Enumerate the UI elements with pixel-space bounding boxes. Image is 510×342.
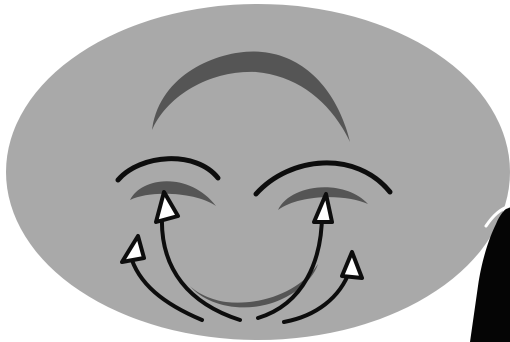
illustration (0, 0, 510, 342)
